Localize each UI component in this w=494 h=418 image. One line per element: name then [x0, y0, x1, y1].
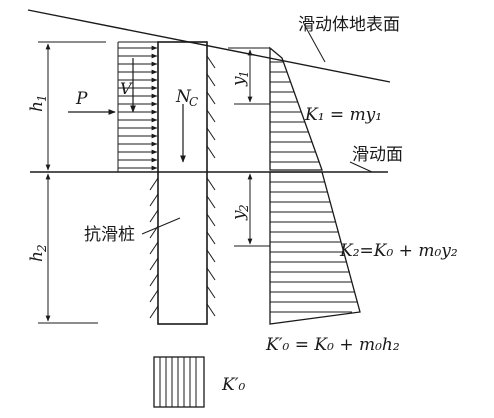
anti-slide-pile	[157, 41, 208, 325]
h2-sub: 2	[35, 244, 49, 253]
slip-surface-label: 滑动面	[352, 145, 403, 165]
k1-formula: K₁ = my₁	[304, 105, 382, 125]
right-soil-hatch	[206, 55, 216, 317]
distributed-load	[117, 41, 158, 172]
k0p-formula: K′₀ = K₀ + m₀h₂	[265, 335, 400, 355]
lower-reaction-diagram	[269, 171, 361, 325]
base-reaction-box	[153, 356, 205, 408]
h1-sub: 1	[35, 94, 49, 102]
upper-reaction-diagram	[269, 46, 323, 171]
y1-label: y	[229, 76, 249, 87]
y2-sub: 2	[237, 204, 251, 213]
y2-label: y	[229, 210, 249, 221]
k0p-box-label: K′₀	[221, 375, 246, 395]
left-soil-hatch	[149, 177, 159, 319]
h2-label: h	[27, 251, 47, 262]
slip-surface-leader	[349, 161, 373, 173]
k2-formula: K₂=K₀ + m₀y₂	[339, 241, 458, 261]
ground-surface-line	[27, 9, 391, 83]
axial-force-label: N	[175, 87, 192, 107]
h1-label: h	[27, 101, 47, 112]
pile-label-leader	[141, 217, 181, 235]
pile-label: 抗滑桩	[84, 225, 135, 245]
ground-surface-label: 滑动体地表面	[298, 15, 400, 35]
shear-label: V	[120, 79, 133, 98]
ground-surface-leader	[303, 23, 326, 63]
y1-sub: 1	[237, 70, 251, 78]
axial-force-sub: C	[189, 95, 198, 109]
force-p-label: P	[75, 89, 88, 109]
